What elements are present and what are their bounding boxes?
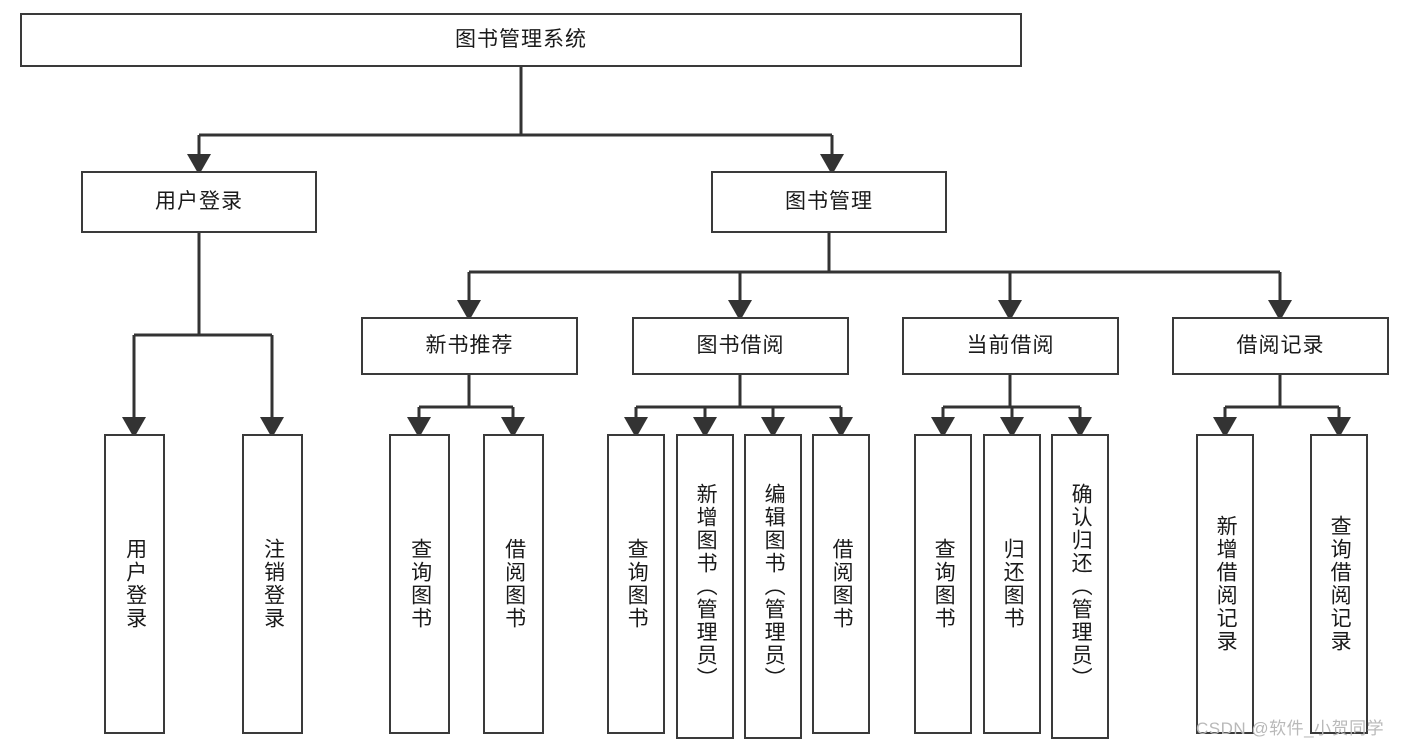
node-new-book-recommend-label: 新书推荐 bbox=[425, 334, 514, 358]
node-book-borrow[interactable]: 图书借阅 bbox=[632, 317, 849, 375]
node-leaf-return-book[interactable]: 归还图书 bbox=[983, 434, 1041, 734]
node-leaf-user-logout-label: 注销登录 bbox=[261, 538, 285, 630]
csdn-watermark-text: CSDN @软件_小贺同学 bbox=[1196, 719, 1385, 738]
node-leaf-user-login-label: 用户登录 bbox=[123, 538, 147, 630]
node-user-login[interactable]: 用户登录 bbox=[81, 171, 317, 233]
node-leaf-borrow-book-recommend[interactable]: 借阅图书 bbox=[483, 434, 544, 734]
node-book-management[interactable]: 图书管理 bbox=[711, 171, 947, 233]
node-leaf-confirm-return-admin-label: 确认归还（管理员） bbox=[1069, 483, 1093, 690]
node-leaf-query-borrow-record-label: 查询借阅记录 bbox=[1328, 515, 1352, 653]
node-root-label: 图书管理系统 bbox=[455, 28, 587, 52]
node-book-borrow-label: 图书借阅 bbox=[696, 334, 785, 358]
node-leaf-query-borrow-record[interactable]: 查询借阅记录 bbox=[1310, 434, 1368, 734]
node-root[interactable]: 图书管理系统 bbox=[20, 13, 1022, 67]
node-leaf-query-book-borrow-label: 查询图书 bbox=[625, 538, 649, 630]
node-leaf-query-book-borrow[interactable]: 查询图书 bbox=[607, 434, 665, 734]
node-current-borrow-label: 当前借阅 bbox=[966, 334, 1055, 358]
node-borrow-record[interactable]: 借阅记录 bbox=[1172, 317, 1389, 375]
node-book-management-label: 图书管理 bbox=[785, 190, 873, 214]
node-leaf-add-book-admin[interactable]: 新增图书（管理员） bbox=[676, 434, 734, 739]
node-leaf-query-book-current-label: 查询图书 bbox=[932, 538, 956, 630]
node-leaf-edit-book-admin[interactable]: 编辑图书（管理员） bbox=[744, 434, 802, 739]
node-borrow-record-label: 借阅记录 bbox=[1236, 334, 1325, 358]
node-leaf-edit-book-admin-label: 编辑图书（管理员） bbox=[762, 483, 786, 690]
node-leaf-add-borrow-record-label: 新增借阅记录 bbox=[1214, 515, 1238, 653]
node-current-borrow[interactable]: 当前借阅 bbox=[902, 317, 1119, 375]
node-leaf-confirm-return-admin[interactable]: 确认归还（管理员） bbox=[1051, 434, 1109, 739]
node-leaf-add-borrow-record[interactable]: 新增借阅记录 bbox=[1196, 434, 1254, 734]
node-leaf-add-book-admin-label: 新增图书（管理员） bbox=[694, 483, 718, 690]
node-user-login-label: 用户登录 bbox=[155, 190, 243, 214]
node-leaf-query-book-recommend[interactable]: 查询图书 bbox=[389, 434, 450, 734]
node-leaf-borrow-book-label: 借阅图书 bbox=[830, 538, 854, 630]
node-leaf-borrow-book[interactable]: 借阅图书 bbox=[812, 434, 870, 734]
node-leaf-return-book-label: 归还图书 bbox=[1001, 538, 1025, 630]
node-leaf-query-book-current[interactable]: 查询图书 bbox=[914, 434, 972, 734]
csdn-watermark: CSDN @软件_小贺同学 bbox=[1196, 714, 1384, 739]
node-leaf-user-logout[interactable]: 注销登录 bbox=[242, 434, 303, 734]
node-new-book-recommend[interactable]: 新书推荐 bbox=[361, 317, 578, 375]
node-leaf-user-login[interactable]: 用户登录 bbox=[104, 434, 165, 734]
node-leaf-borrow-book-recommend-label: 借阅图书 bbox=[502, 538, 526, 630]
node-leaf-query-book-recommend-label: 查询图书 bbox=[408, 538, 432, 630]
